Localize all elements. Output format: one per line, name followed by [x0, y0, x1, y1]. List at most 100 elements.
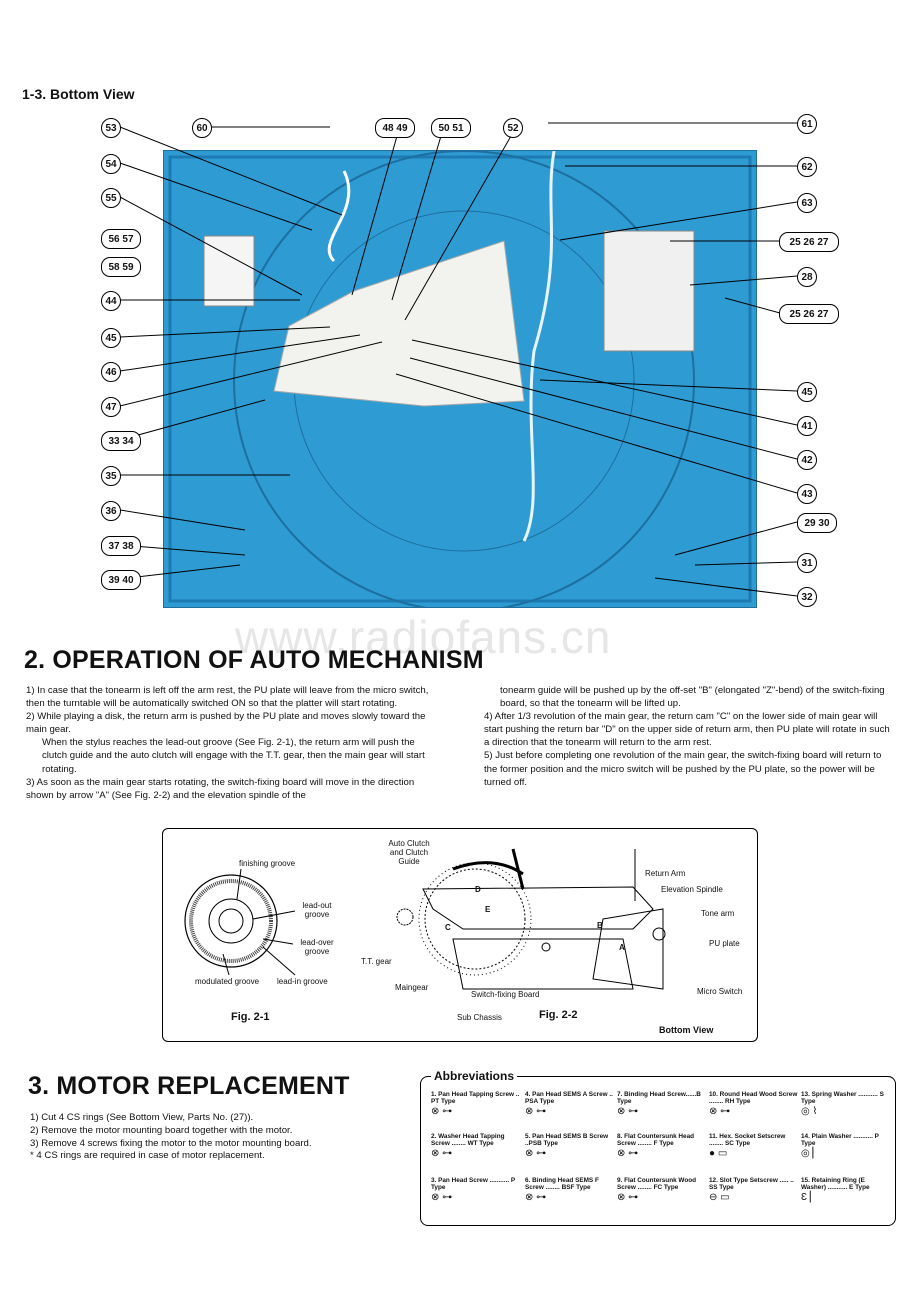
section2-right-column: tonearm guide will be pushed up by the o…: [484, 684, 890, 789]
abbr-item-13: 13. Spring Washer ........... S Type◎ ⌇: [801, 1091, 891, 1117]
abbr-item-4: 4. Pan Head SEMS A Screw .. PSA Type⊗ ⊶: [525, 1091, 615, 1117]
screw-icon: ⊗ ⊶: [431, 1147, 453, 1159]
fig22-letter-a: A: [619, 943, 625, 952]
bottom-view-drawing: [168, 150, 752, 612]
callout-50-51: 50 51: [431, 118, 471, 138]
section3-list: 1) Cut 4 CS rings (See Bottom View, Part…: [30, 1112, 410, 1163]
washer-icon: ◎ ▏: [801, 1147, 821, 1159]
fig22-letter-b: B: [597, 921, 603, 930]
callout-48-49: 48 49: [375, 118, 415, 138]
abbr-item-12: 12. Slot Type Setscrew ..... .. SS Type⊖…: [709, 1177, 799, 1203]
abbr-item-14: 14. Plain Washer ........... P Type◎ ▏: [801, 1133, 891, 1159]
abbr-item-1: 1. Pan Head Tapping Screw .. PT Type⊗ ⊶: [431, 1091, 521, 1117]
callout-46: 46: [101, 362, 121, 382]
section3-heading: 3. MOTOR REPLACEMENT: [28, 1072, 350, 1100]
callout-37-38: 37 38: [101, 536, 141, 556]
abbr-name-11: 11. Hex. Socket Setscrew ........ SC Typ…: [709, 1133, 786, 1148]
screw-icon: ⊗ ⊶: [617, 1191, 639, 1203]
fig21-label-lead-out: lead-out groove: [302, 901, 332, 919]
section2-heading: 2. OPERATION OF AUTO MECHANISM: [24, 646, 484, 674]
callout-55: 55: [101, 188, 121, 208]
abbr-name-3: 3. Pan Head Screw ........... P Type: [431, 1177, 516, 1192]
callout-28: 28: [797, 267, 817, 287]
screw-icon: ⊗ ⊶: [431, 1191, 453, 1203]
section2-para-3b: tonearm guide will be pushed up by the o…: [500, 685, 885, 710]
turntable-bottom-photo: [163, 150, 757, 612]
callout-42: 42: [797, 450, 817, 470]
fig22-label-tt-gear: T.T. gear: [361, 957, 392, 966]
section3-item-4: * 4 CS rings are required in case of mot…: [30, 1150, 265, 1162]
section2-left-column: 1) In case that the tonearm is left off …: [26, 684, 434, 802]
fig22-label-auto-clutch: Auto Clutch and Clutch Guide: [388, 839, 430, 866]
fig22-label-tone-arm: Tone arm: [701, 909, 735, 918]
callout-45-right: 45: [797, 382, 817, 402]
screw-icon: ⊗ ⊶: [525, 1191, 547, 1203]
callout-58-59: 58 59: [101, 257, 141, 277]
fig22-label-maingear: Maingear: [395, 983, 429, 992]
section3-item-3: 3) Remove 4 screws fixing the motor to t…: [30, 1137, 312, 1149]
callout-25-26-27-top: 25 26 27: [779, 232, 839, 252]
figures-box: finishing groove lead-out groove lead-ov…: [162, 828, 758, 1042]
callout-29-30: 29 30: [797, 513, 837, 533]
callout-leader-lines: [119, 122, 798, 597]
section2-para-2: 2) While playing a disk, the return arm …: [26, 711, 426, 736]
fig21-label-modulated: modulated groove: [195, 977, 260, 986]
fig22-letter-d: D: [475, 885, 481, 894]
retaining-ring-icon: Ɛ ▏: [801, 1191, 818, 1203]
abbr-name-7: 7. Binding Head Screw......B Type: [617, 1091, 701, 1106]
abbr-name-12: 12. Slot Type Setscrew ..... .. SS Type: [709, 1177, 794, 1192]
callout-36: 36: [101, 501, 121, 521]
section2-para-5: 5) Just before completing one revolution…: [484, 750, 882, 788]
screw-icon: ⊗ ⊶: [617, 1105, 639, 1117]
callout-45-left: 45: [101, 328, 121, 348]
callout-62: 62: [797, 157, 817, 177]
callout-43: 43: [797, 484, 817, 504]
setscrew-icon: ● ▭: [709, 1147, 728, 1159]
abbreviations-title: Abbreviations: [431, 1069, 518, 1083]
abbr-name-4: 4. Pan Head SEMS A Screw .. PSA Type: [525, 1091, 613, 1106]
abbr-name-6: 6. Binding Head SEMS F Screw ........ BS…: [525, 1177, 599, 1192]
watermark: www.radiofans.cn: [235, 611, 612, 663]
abbr-item-3: 3. Pan Head Screw ........... P Type⊗ ⊶: [431, 1177, 521, 1203]
section3-item-2: 2) Remove the motor mounting board toget…: [30, 1124, 293, 1136]
fig22-letter-c: C: [445, 923, 451, 932]
fig22-label-switch-fixing-board: Switch-fixing Board: [471, 990, 540, 999]
fig22-letter-e: E: [485, 905, 491, 914]
fig21-label-lead-over: lead-over groove: [300, 938, 334, 956]
fig21-caption: Fig. 2-1: [231, 1011, 270, 1023]
section2-para-2b: When the stylus reaches the lead-out gro…: [42, 737, 425, 775]
fig21-label-finishing: finishing groove: [239, 859, 296, 868]
section2-para-1: 1) In case that the tonearm is left off …: [26, 685, 429, 710]
callout-33-34: 33 34: [101, 431, 141, 451]
setscrew-icon: ⊖ ▭: [709, 1191, 730, 1203]
callout-44: 44: [101, 291, 121, 311]
abbr-item-11: 11. Hex. Socket Setscrew ........ SC Typ…: [709, 1133, 799, 1159]
fig22-label-pu-plate: PU plate: [709, 939, 740, 948]
fig22-label-bottom-view: Bottom View: [659, 1025, 714, 1035]
abbr-name-1: 1. Pan Head Tapping Screw .. PT Type: [431, 1091, 520, 1106]
fig22-label-return-arm: Return Arm: [645, 869, 686, 878]
section2-para-3: 3) As soon as the main gear starts rotat…: [26, 776, 415, 801]
abbr-name-15: 15. Retaining Ring (E Washer) ..........…: [801, 1177, 870, 1192]
abbr-item-6: 6. Binding Head SEMS F Screw ........ BS…: [525, 1177, 615, 1203]
abbr-name-13: 13. Spring Washer ........... S Type: [801, 1091, 884, 1106]
screw-icon: ⊗ ⊶: [431, 1105, 453, 1117]
section-heading-bottom-view: 1-3. Bottom View: [22, 86, 135, 102]
fig22-label-elevation-spindle: Elevation Spindle: [661, 885, 723, 894]
callout-53: 53: [101, 118, 121, 138]
abbr-name-9: 9. Flat Countersunk Wood Screw ........ …: [617, 1177, 697, 1192]
callout-25-26-27-bottom: 25 26 27: [779, 304, 839, 324]
abbr-item-5: 5. Pan Head SEMS B Screw ..PSB Type⊗ ⊶: [525, 1133, 615, 1159]
abbreviations-box: Abbreviations 1. Pan Head Tapping Screw …: [420, 1069, 896, 1226]
abbr-item-15: 15. Retaining Ring (E Washer) ..........…: [801, 1177, 891, 1203]
callout-60: 60: [192, 118, 212, 138]
abbr-name-2: 2. Washer Head Tapping Screw ........ WT…: [431, 1133, 505, 1148]
callout-32: 32: [797, 587, 817, 607]
abbr-item-2: 2. Washer Head Tapping Screw ........ WT…: [431, 1133, 521, 1159]
abbr-name-10: 10. Round Head Wood Screw ........ RH Ty…: [709, 1091, 798, 1106]
fig22-caption: Fig. 2-2: [539, 1009, 578, 1021]
callout-54: 54: [101, 154, 121, 174]
abbr-name-8: 8. Flat Countersunk Head Screw ........ …: [617, 1133, 695, 1148]
callout-61: 61: [797, 114, 817, 134]
callout-39-40: 39 40: [101, 570, 141, 590]
